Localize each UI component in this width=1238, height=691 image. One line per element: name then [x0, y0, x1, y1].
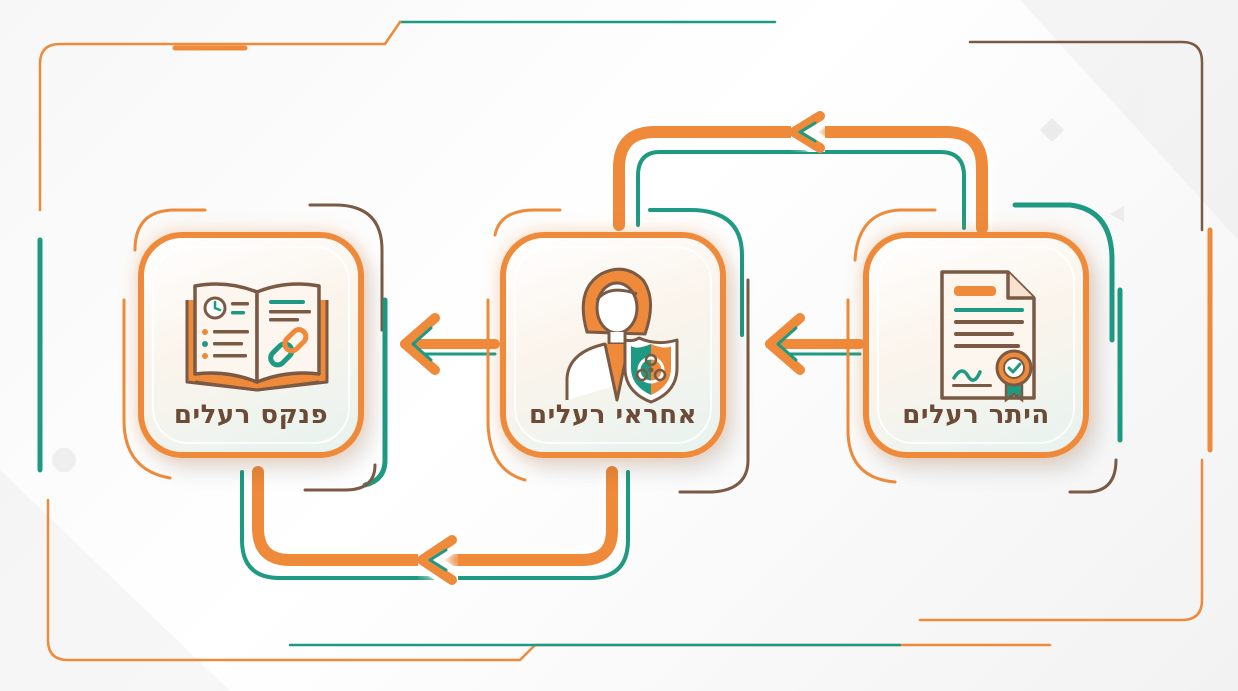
step-label-logbook: פנקס רעלים [173, 400, 329, 430]
open-logbook-icon [185, 282, 329, 392]
arrow-bottom-left [413, 531, 463, 589]
outer-frame [37, 20, 1213, 662]
card-inner-border [514, 246, 712, 444]
document-certificate-icon [940, 270, 1036, 403]
step-card-logbook: פנקס רעלים [138, 232, 364, 458]
step-card-officer: אחראי רעלים [500, 232, 726, 458]
arrow-middle-to-left [395, 313, 505, 375]
step-card-permit: היתר רעלים [863, 232, 1089, 458]
officer-biohazard-shield-icon [565, 267, 679, 404]
card-brackets [122, 202, 1123, 494]
arrow-right-to-middle [760, 313, 870, 375]
card-inner-border [877, 246, 1075, 444]
arrow-top-left [785, 107, 831, 157]
step-label-officer: אחראי רעלים [528, 400, 698, 430]
card-inner-border [152, 246, 350, 444]
step-label-permit: היתר רעלים [902, 400, 1050, 430]
